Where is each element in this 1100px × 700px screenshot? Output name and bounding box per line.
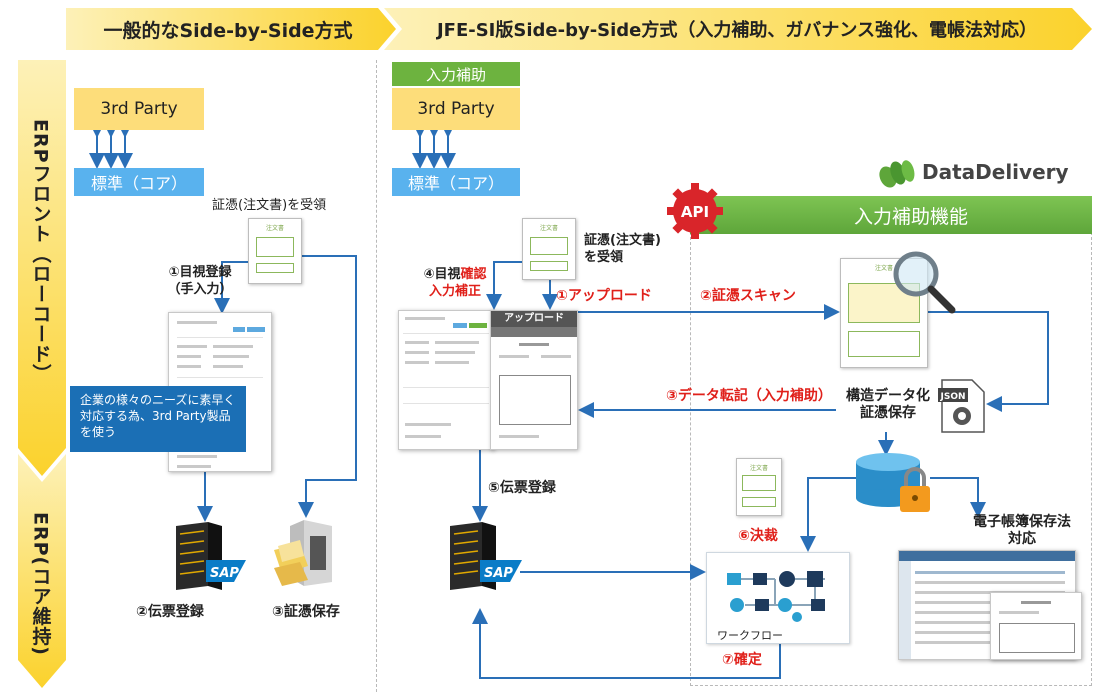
right-order-document-title: 注文書 <box>539 225 558 232</box>
header-right-label: JFE-SI版Side-by-Side方式（入力補助、ガバナンス強化、電帳法対応… <box>436 20 1038 41</box>
header-arrows: 一般的なSide-by-Side方式 JFE-SI版Side-by-Side方式… <box>0 0 1100 56</box>
scanned-document-title: 注文書 <box>874 265 893 272</box>
left-step1-label: ①目視登録 （手入力） <box>167 265 233 297</box>
header-arrow-right <box>384 8 1092 50</box>
side-arrow-shapes <box>18 60 66 688</box>
right-order-document: 注文書 <box>522 218 576 280</box>
header-arrow-left <box>66 8 396 50</box>
right-ui-screen <box>398 310 494 450</box>
feature-header-label: 入力補助機能 <box>853 205 968 228</box>
right-step1-upload-label: ①アップロード <box>556 288 652 304</box>
header-arrow-shapes <box>66 8 1092 50</box>
api-label: API <box>681 203 709 221</box>
left-sap-logo: SAP <box>210 566 239 581</box>
api-gear-icon: API <box>667 183 723 239</box>
upload-window-titlebar: アップロード <box>491 311 577 327</box>
json-icon: JSON <box>938 379 985 433</box>
left-sap-server-icon: SAP <box>176 522 246 590</box>
left-receive-label: 証憑(注文書)を受領 <box>212 198 327 213</box>
json-label: JSON <box>939 392 965 402</box>
right-sap-server: SAP <box>442 520 526 592</box>
right-step4-label: ④目視確認 入力補正 <box>400 266 510 300</box>
left-standard-box: 標準（コア） <box>74 168 204 196</box>
right-receive-label: 証憑(注文書) を受領 <box>584 233 661 265</box>
input-assist-tag: 入力補助 <box>392 62 520 86</box>
right-step4-prefix: ④目視 <box>423 267 461 282</box>
section-divider <box>376 60 377 692</box>
approval-document-table <box>742 475 776 491</box>
left-sap-server: SAP <box>168 520 248 592</box>
left-step2-label: ②伝票登録 <box>136 604 204 620</box>
workflow-box: ワークフロー <box>706 552 850 644</box>
api-badge: API <box>664 180 726 242</box>
magnifier-icon <box>886 246 958 316</box>
right-step4-red1: 確認 <box>460 267 487 282</box>
left-order-document-total <box>256 263 294 273</box>
right-step4-red2: 入力補正 <box>428 284 481 299</box>
right-order-document-total <box>530 261 568 271</box>
upload-window-title: アップロード <box>504 313 564 324</box>
left-storage-icon <box>270 516 340 590</box>
left-order-document: 注文書 <box>248 218 302 284</box>
workflow-diagram-icon <box>727 571 825 622</box>
secure-database <box>852 452 942 520</box>
left-third-party-box: 3rd Party <box>74 88 204 130</box>
side-arrow-bottom <box>18 454 66 688</box>
datadelivery-brand-name: DataDelivery <box>922 160 1069 184</box>
datadelivery-logo-icon <box>879 160 915 188</box>
right-step7-label: ⑦確定 <box>722 652 762 668</box>
left-note-box: 企業の様々のニーズに素早く対応する為、3rd Party製品を使う <box>70 386 246 452</box>
magnifying-glass-icon <box>893 251 956 314</box>
approval-document-total <box>742 497 776 507</box>
right-step6-label: ⑥決裁 <box>738 528 778 544</box>
left-note-text: 企業の様々のニーズに素早く対応する為、3rd Party製品を使う <box>80 393 236 439</box>
scanned-document: 注文書 <box>840 258 928 368</box>
scanned-document-total <box>848 331 920 357</box>
right-standard-box: 標準（コア） <box>392 168 520 196</box>
json-file-icon: JSON <box>938 378 986 434</box>
ebook-law-label: 電子帳簿保存法 対応 <box>973 514 1071 547</box>
left-step3-label: ③証憑保存 <box>272 604 340 620</box>
upload-window-toolbar <box>491 327 577 337</box>
approval-document: 注文書 <box>736 458 782 516</box>
datadelivery-brand: DataDelivery <box>878 154 1088 190</box>
side-arrow-top <box>18 60 66 476</box>
right-order-document-table <box>530 237 568 255</box>
file-storage-icon <box>274 520 332 586</box>
right-step3-transfer-label: ③データ転記（入力補助） <box>666 388 832 404</box>
feature-header-bar: 入力補助機能 <box>690 196 1092 234</box>
header-left-label: 一般的なSide-by-Side方式 <box>103 19 353 42</box>
side-bottom-label: ERP(コア維持) <box>29 512 52 656</box>
left-order-document-table <box>256 237 294 257</box>
right-third-party-box: 3rd Party <box>392 88 520 130</box>
right-step5-label: ⑤伝票登録 <box>488 480 556 496</box>
database-lock-icon <box>856 453 930 512</box>
upload-window: アップロード <box>490 310 578 450</box>
ebook-document-preview <box>990 592 1082 660</box>
structured-data-label: 構造データ化 証憑保存 <box>846 388 930 421</box>
right-sap-server-icon: SAP <box>450 522 522 590</box>
approval-document-title: 注文書 <box>749 465 768 472</box>
side-top: ERPフロント（ローコード） <box>18 66 64 436</box>
right-step2-scan-label: ②証憑スキャン <box>700 288 796 304</box>
upload-window-table <box>499 375 571 425</box>
left-order-document-title: 注文書 <box>265 225 284 232</box>
side-top-label: ERPフロント（ローコード） <box>29 118 52 384</box>
side-bottom: ERP(コア維持) <box>18 484 64 684</box>
right-sap-logo: SAP <box>484 566 513 581</box>
workflow-label: ワークフロー <box>717 629 783 642</box>
